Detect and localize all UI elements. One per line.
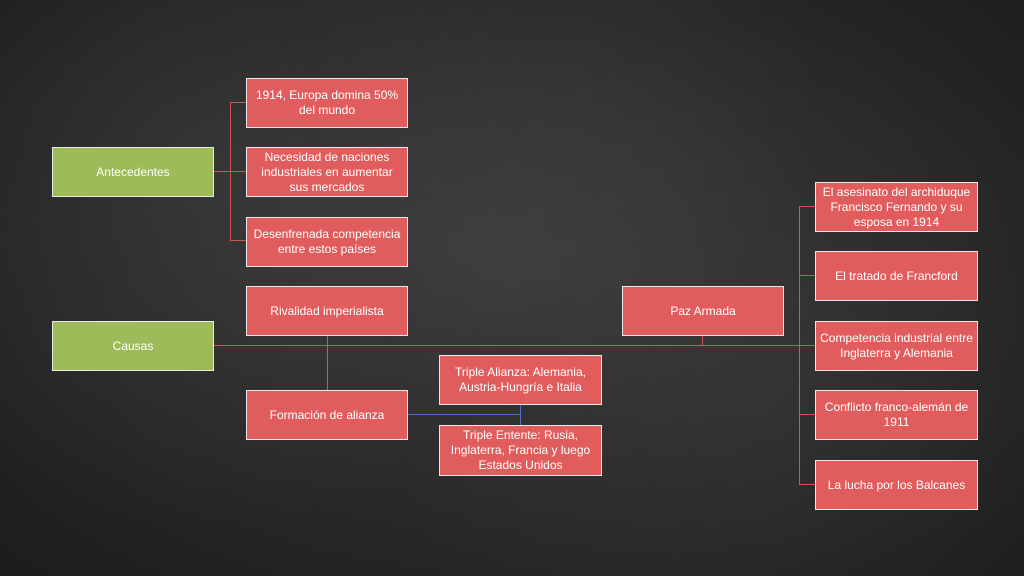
connector [230, 102, 247, 103]
connector [327, 335, 328, 391]
node-rivalidad: Rivalidad imperialista [246, 286, 408, 336]
connector [702, 335, 703, 346]
connector [799, 345, 816, 346]
node-tratado: El tratado de Francford [815, 251, 978, 301]
connector [799, 275, 816, 276]
node-necesidad: Necesidad de naciones industriales en au… [246, 147, 408, 197]
node-causas: Causas [52, 321, 214, 371]
node-asesinato: El asesinato del archiduque Francisco Fe… [815, 182, 978, 232]
alliance-connector [408, 414, 521, 415]
connector [213, 345, 800, 346]
node-balcanes: La lucha por los Balcanes [815, 460, 978, 510]
connector [799, 484, 816, 485]
node-conflicto: Conflicto franco-alemán de 1911 [815, 390, 978, 440]
connector [213, 171, 231, 172]
node-formacion: Formación de alianza [246, 390, 408, 440]
node-antecedentes: Antecedentes [52, 147, 214, 197]
node-triple-entente: Triple Entente: Rusia, Inglaterra, Franc… [439, 425, 602, 476]
node-paz-armada: Paz Armada [622, 286, 784, 336]
connector [230, 171, 247, 172]
connector [230, 240, 247, 241]
alliance-connector [520, 405, 521, 425]
node-europa: 1914, Europa domina 50% del mundo [246, 78, 408, 128]
connector [799, 206, 816, 207]
node-competencia-paises: Desenfrenada competencia entre estos paí… [246, 217, 408, 267]
connector [799, 414, 816, 415]
node-competencia-industrial: Competencia industrial entre Inglaterra … [815, 321, 978, 371]
node-triple-alianza: Triple Alianza: Alemania, Austria-Hungrí… [439, 355, 602, 405]
